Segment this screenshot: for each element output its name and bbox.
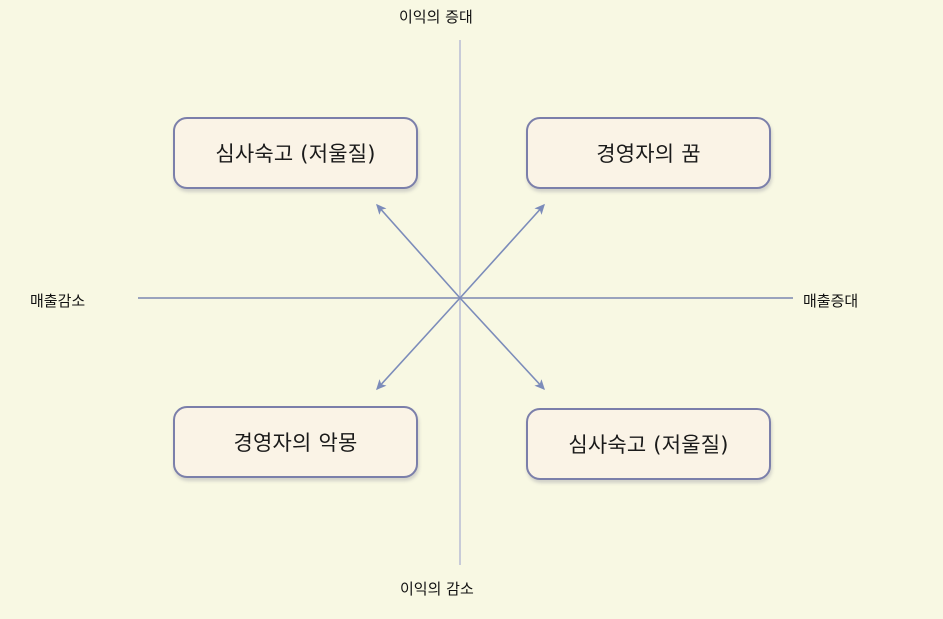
vertical-axis — [459, 40, 461, 565]
arrow-to-top-right — [459, 203, 545, 299]
axis-label-top: 이익의 증대 — [399, 8, 473, 26]
quadrant-box-bottom-right[interactable]: 심사숙고 (저울질) — [526, 408, 771, 480]
arrow-to-bottom-left — [376, 297, 461, 391]
quadrant-box-top-right[interactable]: 경영자의 꿈 — [526, 117, 771, 189]
arrow-to-bottom-right — [459, 297, 545, 391]
quadrant-box-bottom-left[interactable]: 경영자의 악몽 — [173, 406, 418, 478]
quadrant-label-bottom-left: 경영자의 악몽 — [233, 431, 358, 455]
horizontal-axis — [138, 297, 793, 299]
quadrant-label-top-right: 경영자의 꿈 — [596, 142, 701, 166]
axis-label-bottom: 이익의 감소 — [400, 580, 474, 598]
axis-label-right: 매출증대 — [803, 292, 859, 310]
quadrant-box-top-left[interactable]: 심사숙고 (저울질) — [173, 117, 418, 189]
arrow-to-top-left — [376, 203, 461, 299]
axis-label-left: 매출감소 — [30, 292, 86, 310]
quadrant-label-top-left: 심사숙고 (저울질) — [215, 142, 376, 166]
quadrant-label-bottom-right: 심사숙고 (저울질) — [568, 433, 729, 457]
